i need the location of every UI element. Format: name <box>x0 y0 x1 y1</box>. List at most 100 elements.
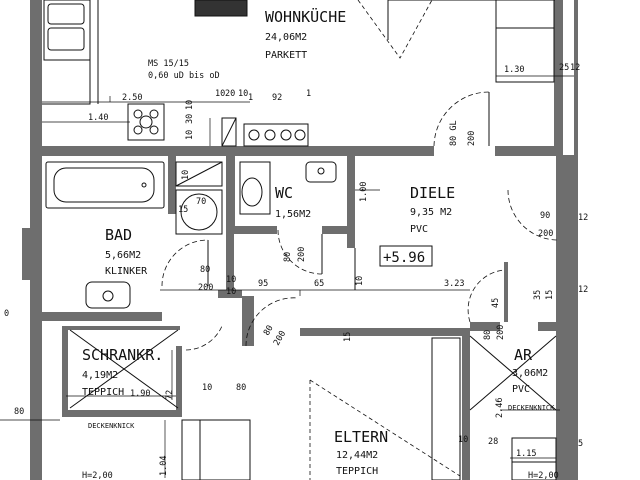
kitchen-fixtures <box>42 0 555 147</box>
dim-30: 30 <box>185 114 195 124</box>
washer-box <box>175 189 223 235</box>
outer-wall-left <box>30 0 42 480</box>
room-floor-schrankr: TEPPICH <box>82 387 124 398</box>
sink-basin-2 <box>47 27 85 51</box>
dim-10a: 10 <box>215 89 225 99</box>
dimension-lines <box>0 75 574 478</box>
level-marker: +5.96 <box>383 250 425 266</box>
dim-15: 15 <box>545 290 555 300</box>
schrank-cross <box>69 329 179 409</box>
door-kitchen <box>433 91 490 147</box>
door-schrank <box>185 325 223 351</box>
dim-80d: 80 <box>262 324 276 338</box>
room-area-bad: 5,66M2 <box>105 250 141 261</box>
dim-200e: 200 <box>496 325 506 340</box>
dim-80gl: 80 GL <box>449 120 459 146</box>
sink-counter <box>43 0 91 61</box>
washbasin-wc <box>305 161 337 183</box>
room-floor-diele: PVC <box>410 224 428 235</box>
dim-10h: 10 <box>202 383 212 393</box>
dim-12: 12 <box>570 63 580 73</box>
dim-35: 35 <box>533 290 543 300</box>
wall-schrank-top <box>68 326 180 330</box>
dim-80a: 80 <box>200 265 210 275</box>
toilet-bowl <box>241 177 263 207</box>
dim-15b: 15 <box>343 332 353 342</box>
dim-1a: 1 <box>248 93 253 103</box>
ar-cross <box>469 335 557 411</box>
dim-15c: 15 <box>178 205 188 215</box>
dim-1-30: 1.30 <box>504 65 524 75</box>
bathtub-inner <box>53 167 155 203</box>
dim-1b: 1 <box>306 89 311 99</box>
wall-ar-top-left <box>470 322 500 331</box>
drum <box>180 193 218 231</box>
room-area-wc: 1,56M2 <box>275 209 311 220</box>
room-name-schrankr: SCHRANKR. <box>82 346 163 364</box>
room-name-eltern: ELTERN <box>334 428 388 446</box>
dim-10i: 10 <box>458 435 468 445</box>
dim-90: 90 <box>540 211 550 221</box>
wall-wc-left <box>226 156 235 234</box>
sink-basin-1 <box>47 3 85 25</box>
dim-1-04: 1.04 <box>159 456 169 476</box>
dim-20: 20 <box>225 89 235 99</box>
walls <box>22 0 578 480</box>
dim-200a: 200 <box>467 131 477 146</box>
wall-kitchen-bottom-right <box>495 146 556 156</box>
room-area-diele: 9,35 M2 <box>410 207 452 218</box>
dim-12b: 12 <box>578 213 588 223</box>
room-name-ar: AR <box>514 346 533 364</box>
note-ms: MS 15/15 <box>148 59 189 69</box>
note-deckenknick-left: DECKENKNICK <box>88 422 135 430</box>
dim-1-15: 1.15 <box>516 449 536 459</box>
wall-corridor-post <box>242 296 254 346</box>
wall-schrank-left <box>62 326 68 416</box>
note-deckenknick-ar: DECKENKNICK <box>508 404 555 412</box>
wall-bad-right-lower <box>226 234 234 298</box>
wall-eltern-right <box>462 328 470 480</box>
door-wc <box>277 229 323 275</box>
hood <box>194 0 248 17</box>
wall-eltern-top <box>300 328 470 336</box>
eltern-slope <box>309 379 461 477</box>
wardrobe-eltern <box>181 419 251 480</box>
outer-wall-right-lower <box>556 155 578 480</box>
notes: MS 15/15 0,60 uD bis oD DECKENKNICK DECK… <box>82 59 559 480</box>
door-eltern <box>245 297 299 347</box>
room-markings <box>69 329 557 480</box>
room-labels: WOHNKÜCHE 24,06M2 PARKETT BAD 5,66M2 KLI… <box>82 7 548 477</box>
door-bad <box>161 239 209 287</box>
room-name-wc: WC <box>275 184 293 202</box>
dim-80b: 80 <box>283 252 293 262</box>
note-height-left: H=2,00 <box>82 471 113 480</box>
dim-200f: 200 <box>272 329 288 347</box>
cabinet-right <box>495 0 555 83</box>
toilet-tank <box>239 161 271 215</box>
wall-wc-bottom-left <box>235 226 277 234</box>
dim-70: 70 <box>196 197 206 207</box>
dim-200d: 200 <box>297 247 307 262</box>
room-floor-ar: PVC <box>512 384 530 395</box>
dim-10b: 10 <box>238 89 248 99</box>
dim-12c: 12 <box>578 285 588 295</box>
wall-bad-bottom <box>42 312 162 321</box>
outer-wall-right-upper <box>554 0 563 155</box>
note-ms-sub: 0,60 uD bis oD <box>148 71 220 81</box>
room-name-bad: BAD <box>105 226 132 244</box>
room-area-schrankr: 4,19M2 <box>82 370 118 381</box>
dim-200c: 200 <box>198 283 213 293</box>
dim-72: 72 <box>165 390 175 400</box>
dim-1-40: 1.40 <box>88 113 108 123</box>
room-floor-eltern: TEPPICH <box>336 466 378 477</box>
stove-left <box>127 103 165 141</box>
dim-10e: 10 <box>226 275 236 285</box>
stove-right <box>243 123 309 147</box>
washbasin-bad <box>85 281 131 309</box>
dim-80g: 80 <box>14 407 24 417</box>
dim-200b: 200 <box>538 229 553 239</box>
room-floor-bad: KLINKER <box>105 266 148 277</box>
dim-80c: 80 <box>483 330 493 340</box>
